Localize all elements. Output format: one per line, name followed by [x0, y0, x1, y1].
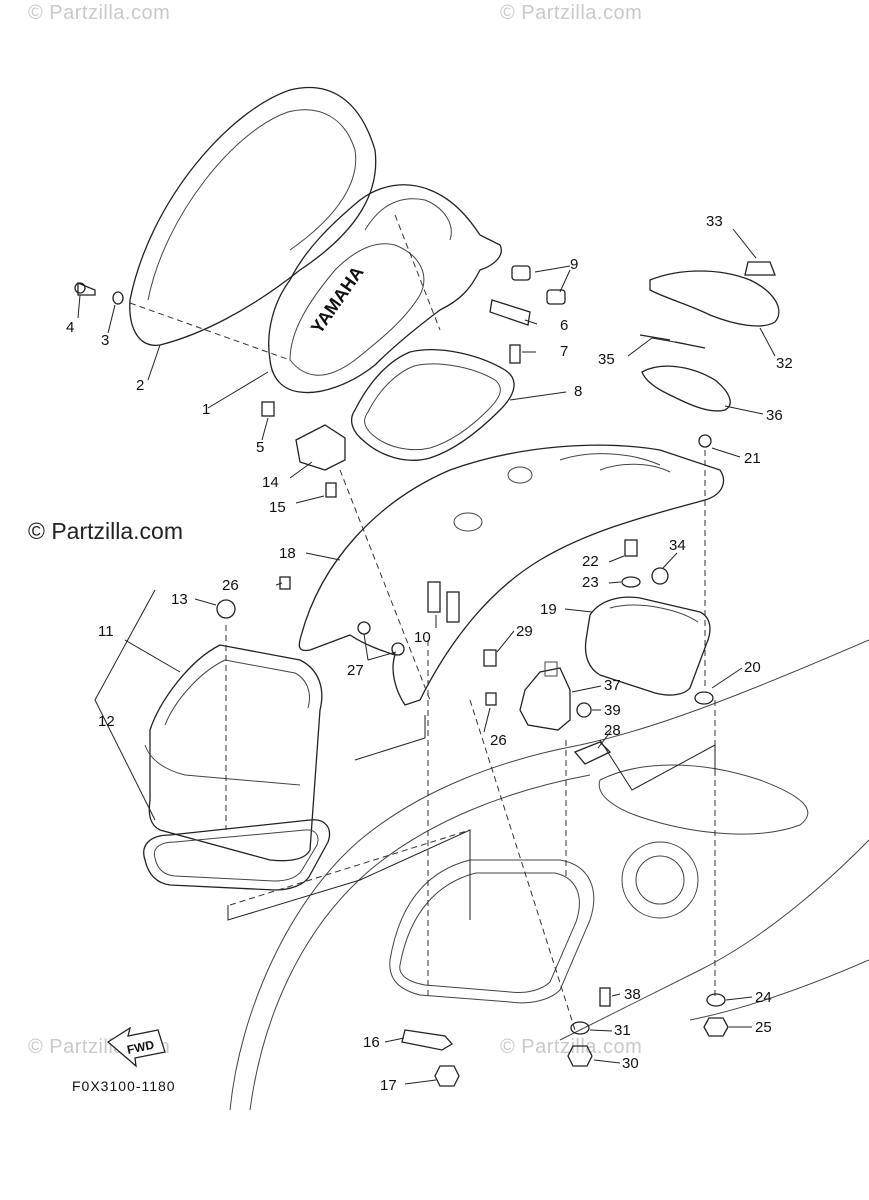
callout-27[interactable]: 27	[347, 662, 364, 679]
hull-deck	[229, 639, 869, 1111]
callout-11[interactable]: 11	[98, 623, 114, 640]
fwd-label: FWD	[126, 1037, 156, 1056]
callout-26b[interactable]: 26	[490, 732, 507, 749]
callout-23[interactable]: 23	[582, 574, 599, 591]
hardware	[74, 261, 776, 1087]
callout-18[interactable]: 18	[279, 545, 296, 562]
callout-36[interactable]: 36	[766, 407, 783, 424]
callout-7[interactable]: 7	[560, 343, 568, 360]
callout-24[interactable]: 24	[755, 989, 772, 1006]
hinge-part[interactable]	[295, 424, 346, 471]
assembly-lines	[129, 214, 716, 1031]
storage-bucket-part[interactable]	[144, 644, 323, 862]
callout-5[interactable]: 5	[256, 439, 264, 456]
callout-13[interactable]: 13	[171, 591, 188, 608]
seal-gasket-part[interactable]	[351, 349, 515, 461]
callout-28[interactable]: 28	[604, 722, 621, 739]
callout-4[interactable]: 4	[66, 319, 74, 336]
callout-33[interactable]: 33	[706, 213, 723, 230]
callout-3[interactable]: 3	[101, 332, 109, 349]
callout-26a[interactable]: 26	[222, 577, 239, 594]
windshield-part[interactable]	[129, 86, 377, 346]
callout-21[interactable]: 21	[744, 450, 761, 467]
bucket-seal-part[interactable]	[143, 819, 331, 891]
pad-part[interactable]	[641, 365, 731, 412]
callout-32[interactable]: 32	[776, 355, 793, 372]
callout-16[interactable]: 16	[363, 1034, 380, 1051]
glovebox-part[interactable]	[584, 596, 711, 696]
diagram-code: F0X3100-1180	[72, 1078, 176, 1094]
watermark-bottom-right: © Partzilla.com	[500, 1036, 643, 1058]
hatch-frame-part[interactable]	[298, 444, 725, 706]
watermark-middle: © Partzilla.com	[28, 518, 183, 544]
callout-19[interactable]: 19	[540, 601, 557, 618]
callout-2[interactable]: 2	[136, 377, 144, 394]
cover-part[interactable]	[649, 270, 780, 327]
callout-30[interactable]: 30	[622, 1055, 639, 1072]
callout-9[interactable]: 9	[570, 256, 578, 273]
callout-17[interactable]: 17	[380, 1077, 397, 1094]
callout-35[interactable]: 35	[598, 351, 615, 368]
callout-34[interactable]: 34	[669, 537, 686, 554]
callout-39[interactable]: 39	[604, 702, 621, 719]
callout-37[interactable]: 37	[604, 677, 621, 694]
latch-part[interactable]	[519, 661, 571, 731]
callout-38[interactable]: 38	[624, 986, 641, 1003]
callout-20[interactable]: 20	[744, 659, 761, 676]
callout-14[interactable]: 14	[262, 474, 279, 491]
callout-25[interactable]: 25	[755, 1019, 772, 1036]
callout-10[interactable]: 10	[414, 629, 431, 646]
brand-text: YAMAHA	[307, 262, 368, 337]
callout-15[interactable]: 15	[269, 499, 286, 516]
callout-22[interactable]: 22	[582, 553, 599, 570]
callout-29[interactable]: 29	[516, 623, 533, 640]
box-outline	[227, 715, 716, 921]
callout-1[interactable]: 1	[202, 401, 210, 418]
callout-31[interactable]: 31	[614, 1022, 631, 1039]
leader-lines	[77, 228, 776, 1085]
bracket-part[interactable]	[489, 299, 531, 326]
fwd-arrow-icon: FWD	[106, 1026, 166, 1068]
callout-8[interactable]: 8	[574, 383, 582, 400]
watermark-top-right: © Partzilla.com	[500, 2, 643, 24]
hood-part[interactable]: YAMAHA	[268, 184, 502, 394]
watermark-top-left: © Partzilla.com	[28, 2, 171, 24]
callout-6[interactable]: 6	[560, 317, 568, 334]
callout-12[interactable]: 12	[98, 713, 115, 730]
callouts: 1 2 3 4 5 6 7 8 9 10 11 12 13 14 15 16 1…	[66, 213, 793, 1094]
